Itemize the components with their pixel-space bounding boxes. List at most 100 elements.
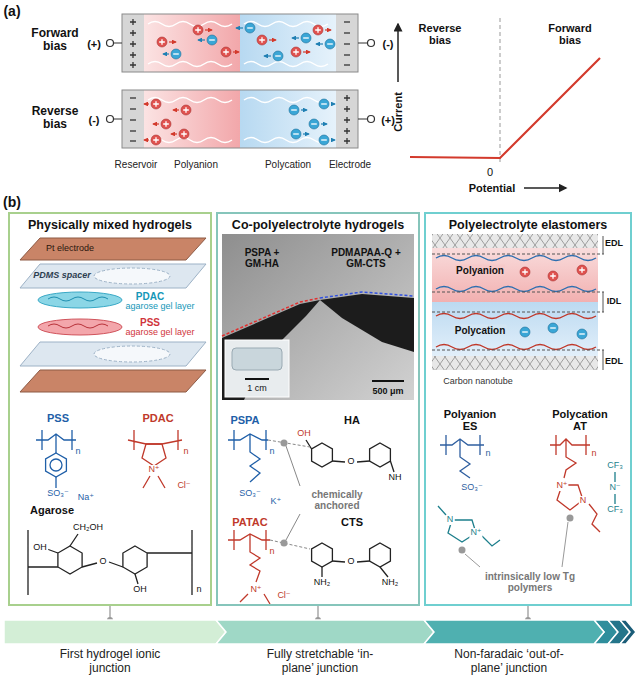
chemical-structure: [268, 440, 310, 549]
device-forward: [344, 22, 350, 23]
device-reverse: [344, 138, 350, 144]
device-forward: [244, 62, 328, 67]
chem-label: CF₃: [606, 461, 624, 471]
device-reverse: [179, 129, 189, 139]
device-reverse: [107, 90, 375, 148]
device-forward: [344, 65, 350, 66]
junction-schematic: [520, 267, 530, 277]
chem-label: n: [268, 547, 275, 557]
chem-label: O: [346, 457, 355, 467]
junction-schematic: [603, 236, 604, 370]
chemical-structure: [465, 522, 568, 567]
chemical-structure: [228, 430, 268, 482]
chem-label: SO₃⁻: [238, 489, 261, 499]
chem-label: CF₃: [606, 505, 624, 515]
iv-chart: [524, 187, 566, 189]
chem-label: SO₃⁻: [46, 489, 69, 499]
junction-schematic: [432, 254, 604, 350]
device-forward: [169, 30, 331, 52]
electrode-stack: [38, 292, 122, 308]
device-forward: [325, 39, 335, 49]
electrode-stack: [20, 342, 206, 366]
axis-tick: 0: [487, 166, 493, 178]
terminal-sign: (-): [383, 38, 394, 50]
device-forward: [269, 39, 276, 40]
device-reverse: [151, 99, 161, 109]
scale-label: 500 μm: [372, 387, 403, 397]
device-reverse: [319, 99, 329, 109]
part-label: Pt electrode: [46, 244, 94, 254]
device-reverse: [291, 129, 301, 139]
device-reverse: [107, 116, 114, 123]
device-reverse: [344, 95, 350, 101]
part-label: agarose gel layer: [125, 328, 194, 338]
electrode-stack: [48, 324, 108, 328]
device-forward: [205, 29, 212, 30]
chem-label: SO₃⁻: [460, 483, 483, 493]
chemical-structure: [228, 530, 270, 604]
chart-label: Forward bias: [544, 22, 596, 46]
device-forward: [163, 53, 169, 54]
device-forward: [171, 49, 181, 59]
device-reverse: [130, 109, 136, 110]
chemical-structure: [281, 440, 288, 447]
step-label: Fully stretchable ‘in-plane’ junction: [258, 648, 383, 676]
chemical-structure: [465, 522, 568, 567]
device-forward: [207, 35, 217, 45]
chemical-structure: [36, 430, 76, 488]
junction-schematic: [432, 234, 604, 370]
electrode-stack: [38, 319, 122, 335]
junction-schematic: [520, 327, 530, 337]
junction-schematic: [432, 356, 598, 370]
annotation: intrinsically low Tg polymers: [474, 571, 586, 593]
timeline-step: Fully stretchable ‘in-plane’ junction: [216, 620, 424, 678]
electrode-stack: [20, 370, 206, 392]
device-forward: [130, 19, 136, 25]
junction-schematic: [548, 271, 558, 281]
device-reverse: [344, 117, 350, 123]
device-forward: [301, 33, 311, 43]
device-forward: [114, 42, 368, 43]
panel-box: Co-polyelectrolyte hydrogels: [216, 212, 420, 606]
electrode-stack: [48, 297, 108, 301]
device-forward: [313, 25, 323, 35]
chem-label: NH₂: [313, 578, 332, 588]
chem-label: n: [196, 585, 201, 595]
junction-schematic: [436, 287, 596, 292]
chemical-structure: [46, 453, 67, 477]
scale-label: 1 cm: [247, 384, 267, 394]
chem-label: OH: [132, 585, 148, 595]
device-reverse: [309, 119, 319, 129]
chem-label: Cl⁻: [277, 591, 290, 601]
panel-title: Co-polyelectrolyte hydrogels: [218, 214, 418, 236]
device-forward: [264, 55, 271, 56]
step-label: First hydrogel ionic junction: [58, 648, 163, 676]
iv-chart: [397, 24, 399, 82]
chemical-structure: [440, 435, 484, 478]
device-forward: [169, 41, 176, 42]
device-forward: [148, 22, 232, 27]
chem-label: O: [346, 557, 355, 567]
device-forward: [368, 40, 375, 47]
chemical-structure: [58, 546, 82, 574]
chemical-structure: [228, 530, 270, 604]
electrode-stack: [94, 268, 170, 284]
chem-label: N⁺: [469, 528, 482, 538]
junction-schematic: [432, 234, 598, 248]
device-forward: [316, 43, 323, 44]
chevron-shape: [4, 620, 226, 644]
device-reverse: [173, 109, 179, 110]
terminal-sign: (+): [87, 38, 101, 50]
chem-label: OH: [32, 543, 48, 553]
chevron-shape: [4, 620, 226, 644]
chem-label: OH: [296, 429, 312, 439]
timeline-arrow-tip: [620, 620, 636, 644]
chemical-structure: [28, 530, 192, 595]
device-forward: [148, 62, 232, 67]
chemical-structure: [228, 430, 394, 604]
chem-label: n: [485, 449, 490, 459]
electrode-stack: [94, 346, 170, 362]
chem-label: n: [182, 447, 189, 457]
chem-label: CH₂OH: [72, 523, 104, 533]
